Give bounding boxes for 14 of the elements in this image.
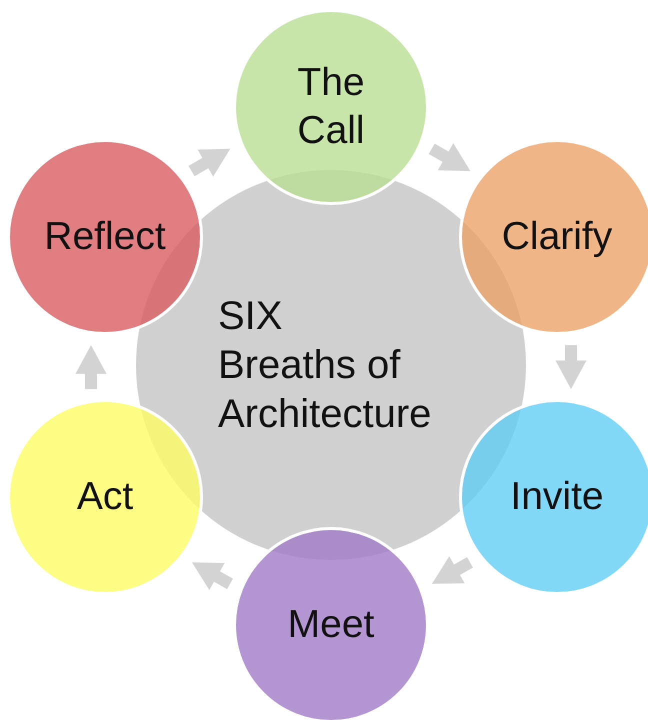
stage-label: The Call [296,60,366,154]
stage-label: Clarify [502,214,612,260]
center-title: SIX [218,293,284,340]
arrow [75,345,107,390]
arrow [428,143,470,172]
arrow [555,345,587,390]
arrow [192,562,233,590]
stage-label: Reflect [44,214,166,260]
arrow [188,148,230,177]
stage-label: Meet [288,602,374,648]
arrow [432,556,473,584]
center-title: Breaths of Architecture [218,342,432,438]
stage-label: Act [76,474,134,520]
stage-label: Invite [510,474,604,520]
